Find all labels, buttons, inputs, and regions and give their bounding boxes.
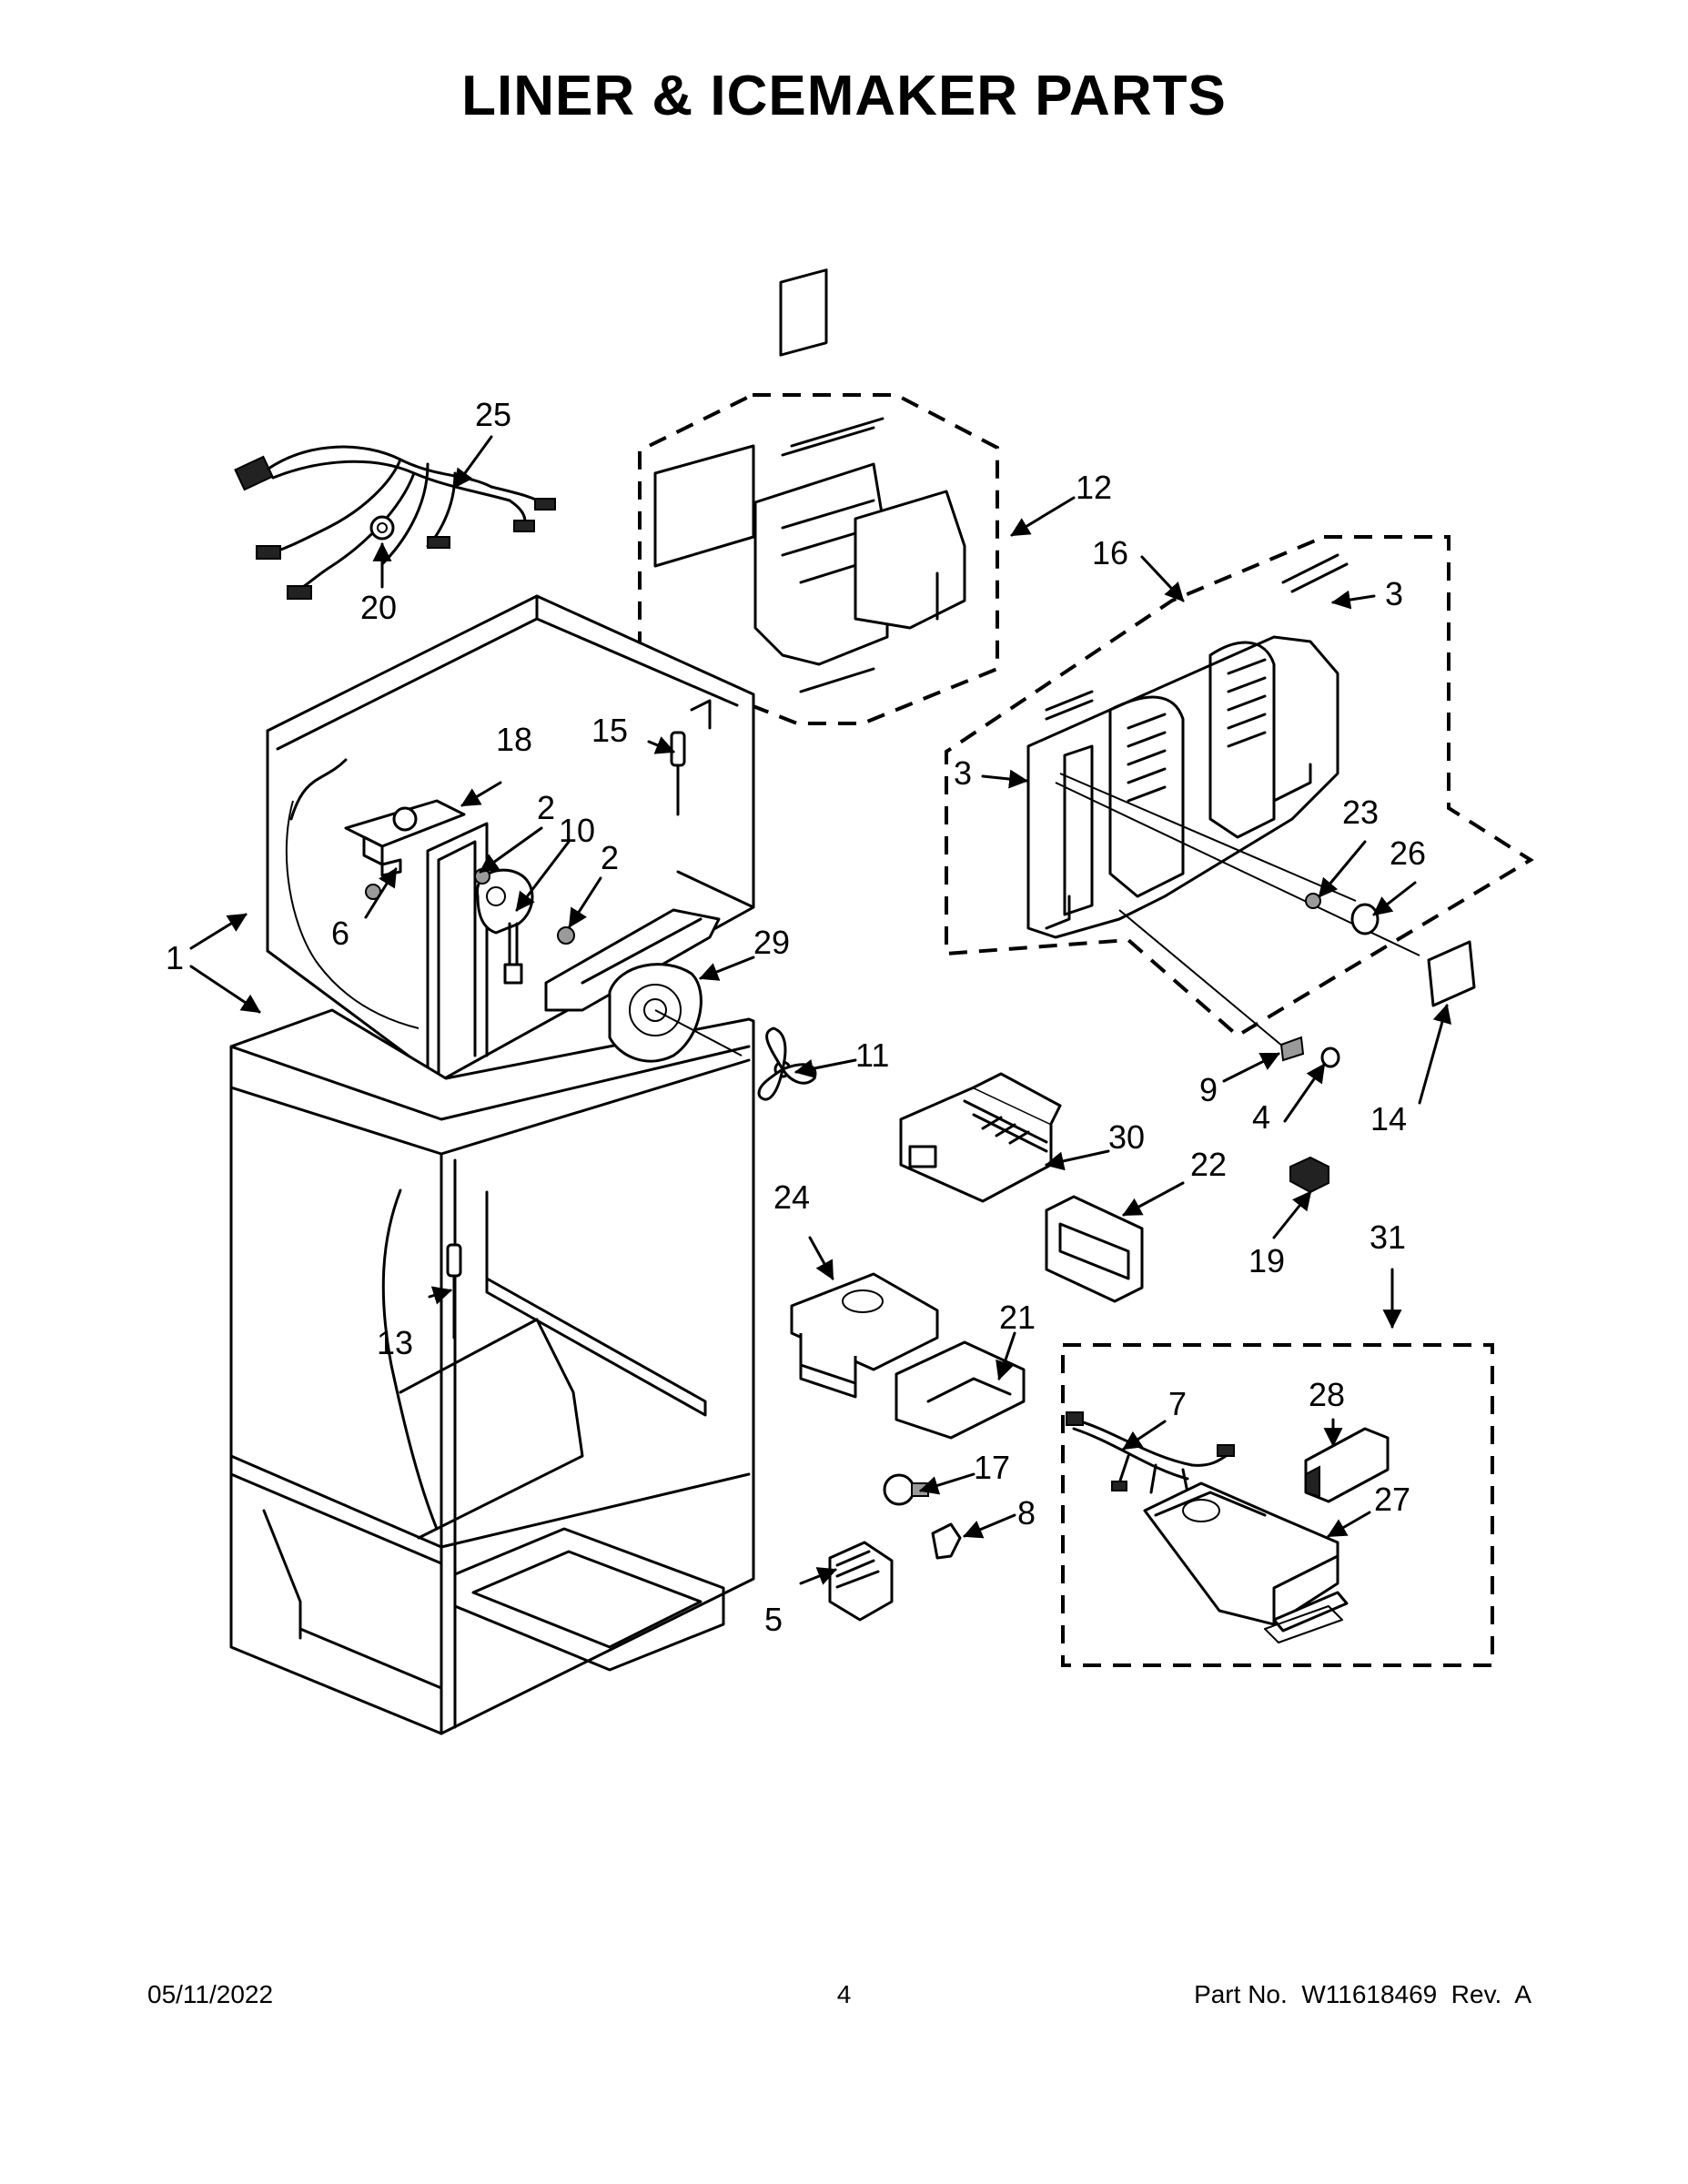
callout-26: 26 (1390, 834, 1426, 872)
callout-29: 29 (753, 924, 790, 961)
housing-27 (1143, 1481, 1349, 1633)
part-24 (790, 1272, 939, 1399)
callout-24: 24 (773, 1178, 810, 1216)
callout-2b: 2 (601, 839, 619, 876)
callout-6: 6 (331, 915, 349, 952)
callout-31: 31 (1370, 1218, 1406, 1256)
wire-harness-25 (234, 445, 556, 600)
callout-1: 1 (166, 939, 184, 976)
footer-date: 05/11/2022 (147, 1980, 274, 2008)
callout-14: 14 (1370, 1100, 1407, 1138)
callout-9: 9 (1199, 1071, 1218, 1108)
callout-10: 10 (559, 812, 595, 849)
pad-27 (1264, 1605, 1343, 1643)
callout-21: 21 (999, 1299, 1036, 1336)
callout-20: 20 (360, 589, 397, 626)
callout-25: 25 (475, 396, 511, 433)
callout-28: 28 (1309, 1376, 1345, 1413)
fan-blade-11 (757, 1026, 817, 1101)
part-26 (1350, 903, 1380, 935)
lower-liner (229, 1008, 755, 1735)
callout-22: 22 (1190, 1146, 1227, 1183)
thermistor-13 (446, 1243, 462, 1340)
callout-3a: 3 (954, 754, 972, 792)
callout-5: 5 (764, 1601, 783, 1638)
callout-27: 27 (1374, 1481, 1410, 1518)
group-box-12 (638, 393, 999, 725)
callout-30: 30 (1108, 1118, 1145, 1156)
footer-page-number: 4 (836, 1980, 852, 2008)
harness-7 (1066, 1411, 1235, 1494)
cover-14 (1427, 940, 1476, 1007)
fan-motor-parts (344, 799, 743, 1063)
ice-bin-cover-22 (1045, 1195, 1144, 1303)
callout-2a: 2 (537, 789, 555, 826)
screw-23 (1305, 893, 1321, 909)
rear-panel-16 (1026, 553, 1420, 1047)
switch-19 (1289, 1156, 1329, 1194)
part-5 (828, 1541, 894, 1622)
callout-18: 18 (496, 721, 532, 758)
callout-7: 7 (1168, 1385, 1187, 1422)
callout-3b: 3 (1385, 575, 1403, 612)
damper-assembly-12 (653, 268, 966, 693)
callout-23: 23 (1342, 794, 1379, 831)
callout-16: 16 (1092, 534, 1128, 571)
part-4 (1320, 1046, 1340, 1068)
callout-15: 15 (591, 712, 628, 749)
page-title: LINER & ICEMAKER PARTS (461, 65, 1227, 127)
callout-arrows (189, 435, 1452, 1585)
callout-4: 4 (1252, 1098, 1270, 1136)
socket-8 (931, 1522, 962, 1560)
footer-part-number: Part No. W11618469 Rev. A (1194, 1980, 1531, 2008)
group-box-31 (1061, 1343, 1494, 1667)
icemaker-30 (899, 1072, 1062, 1203)
callout-12: 12 (1076, 469, 1112, 506)
group-box-16 (945, 535, 1534, 1038)
module-28 (1304, 1427, 1390, 1503)
callout-11: 11 (855, 1036, 889, 1074)
callout-13: 13 (377, 1324, 413, 1361)
ice-bin-21 (895, 1340, 1026, 1440)
callout-8: 8 (1017, 1494, 1036, 1532)
screw-9 (1279, 1036, 1305, 1062)
callout-labels: 1 2 2 3 3 4 5 6 7 8 9 10 11 12 13 14 15 … (166, 396, 1426, 1638)
callout-19: 19 (1248, 1242, 1285, 1279)
callout-17: 17 (974, 1449, 1010, 1486)
